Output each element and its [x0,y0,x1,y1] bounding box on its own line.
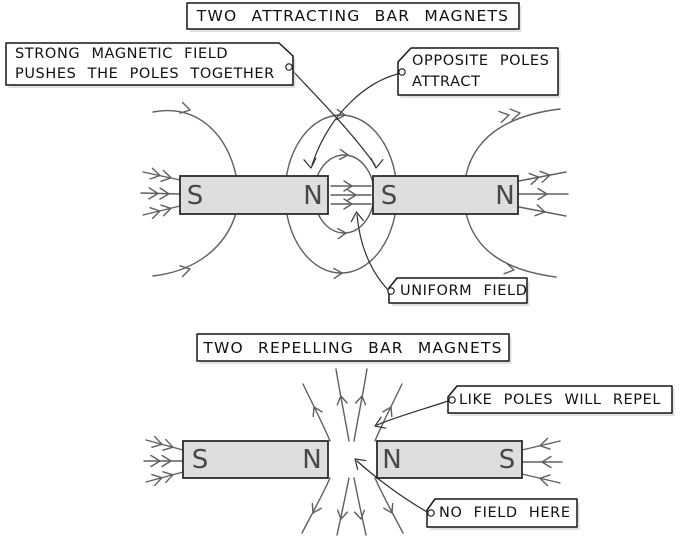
left-s-pole-field-lines [140,167,181,220]
label-box-strong-field [5,42,294,86]
pole-top-left-n: N [303,181,323,211]
leader-opposite-poles [303,72,403,169]
pole-top-left-s: S [186,181,204,211]
no-field-text: NO FIELD HERE [439,505,571,521]
leader-no-field [354,458,430,514]
leader-uniform-field [350,211,390,292]
like-poles-text: LIKE POLES WILL REPEL [459,391,662,408]
connector-dot-like-poles [448,396,456,404]
strong-field-line2: PUSHES THE POLES TOGETHER [15,66,275,82]
opposite-poles-line2: ATTRACT [412,73,481,90]
pole-bottom-right-s: S [498,445,516,475]
pole-top-right-s: S [380,181,398,211]
bottom-right-s-pole-field-lines [521,437,563,487]
pole-bottom-left-s: S [191,445,209,475]
repelling-title: TWO REPELLING BAR MAGNETS [203,338,503,357]
bottom-left-s-pole-field-lines [143,435,184,487]
magnet-bottom-left [182,440,329,479]
opposite-poles-line1: OPPOSITE POLES [412,52,550,69]
uniform-field-label: UNIFORM FIELD [389,278,538,303]
magnet-bottom-right [376,440,523,479]
bottom-field-lines [143,368,563,536]
label-box-uniform-field [388,277,528,304]
magnet-top-left [179,175,329,215]
label-box-like-poles [447,385,673,414]
opposite-poles-label: OPPOSITE POLES ATTRACT [398,48,572,95]
pole-top-right-n: N [495,181,515,211]
connector-dot-strong-field [285,63,293,71]
leader-strong-field [289,67,384,169]
magnet-top-right [372,175,519,215]
label-box-outlines [5,2,675,530]
label-box-no-field [426,498,578,528]
gap-uniform-field-lines [330,180,372,210]
uniform-field-text: UNIFORM FIELD [400,282,528,299]
left-magnet-arcs [152,101,237,278]
leader-like-poles [374,399,452,429]
strong-field-line1: STRONG MAGNETIC FIELD [15,46,229,62]
connector-dot-opposite-poles [398,68,406,76]
repelling-field-lines-down [301,477,404,536]
title-box-attracting [186,2,520,30]
no-field-label: NO FIELD HERE [427,499,589,527]
right-magnet-arcs [465,108,561,278]
connector-dot-no-field [427,509,435,517]
right-n-pole-field-lines [518,170,569,217]
pole-bottom-right-n: N [382,445,402,475]
label-box-opposite-poles [397,47,559,96]
connector-dot-uniform-field [387,287,395,295]
pole-bottom-left-n: N [302,445,322,475]
like-poles-label: LIKE POLES WILL REPEL [448,386,681,413]
strong-field-label: STRONG MAGNETIC FIELD PUSHES THE POLES T… [6,43,302,85]
repelling-field-lines-up [302,368,403,442]
title-box-repelling [196,333,510,362]
attracting-title: TWO ATTRACTING BAR MAGNETS [196,7,510,25]
